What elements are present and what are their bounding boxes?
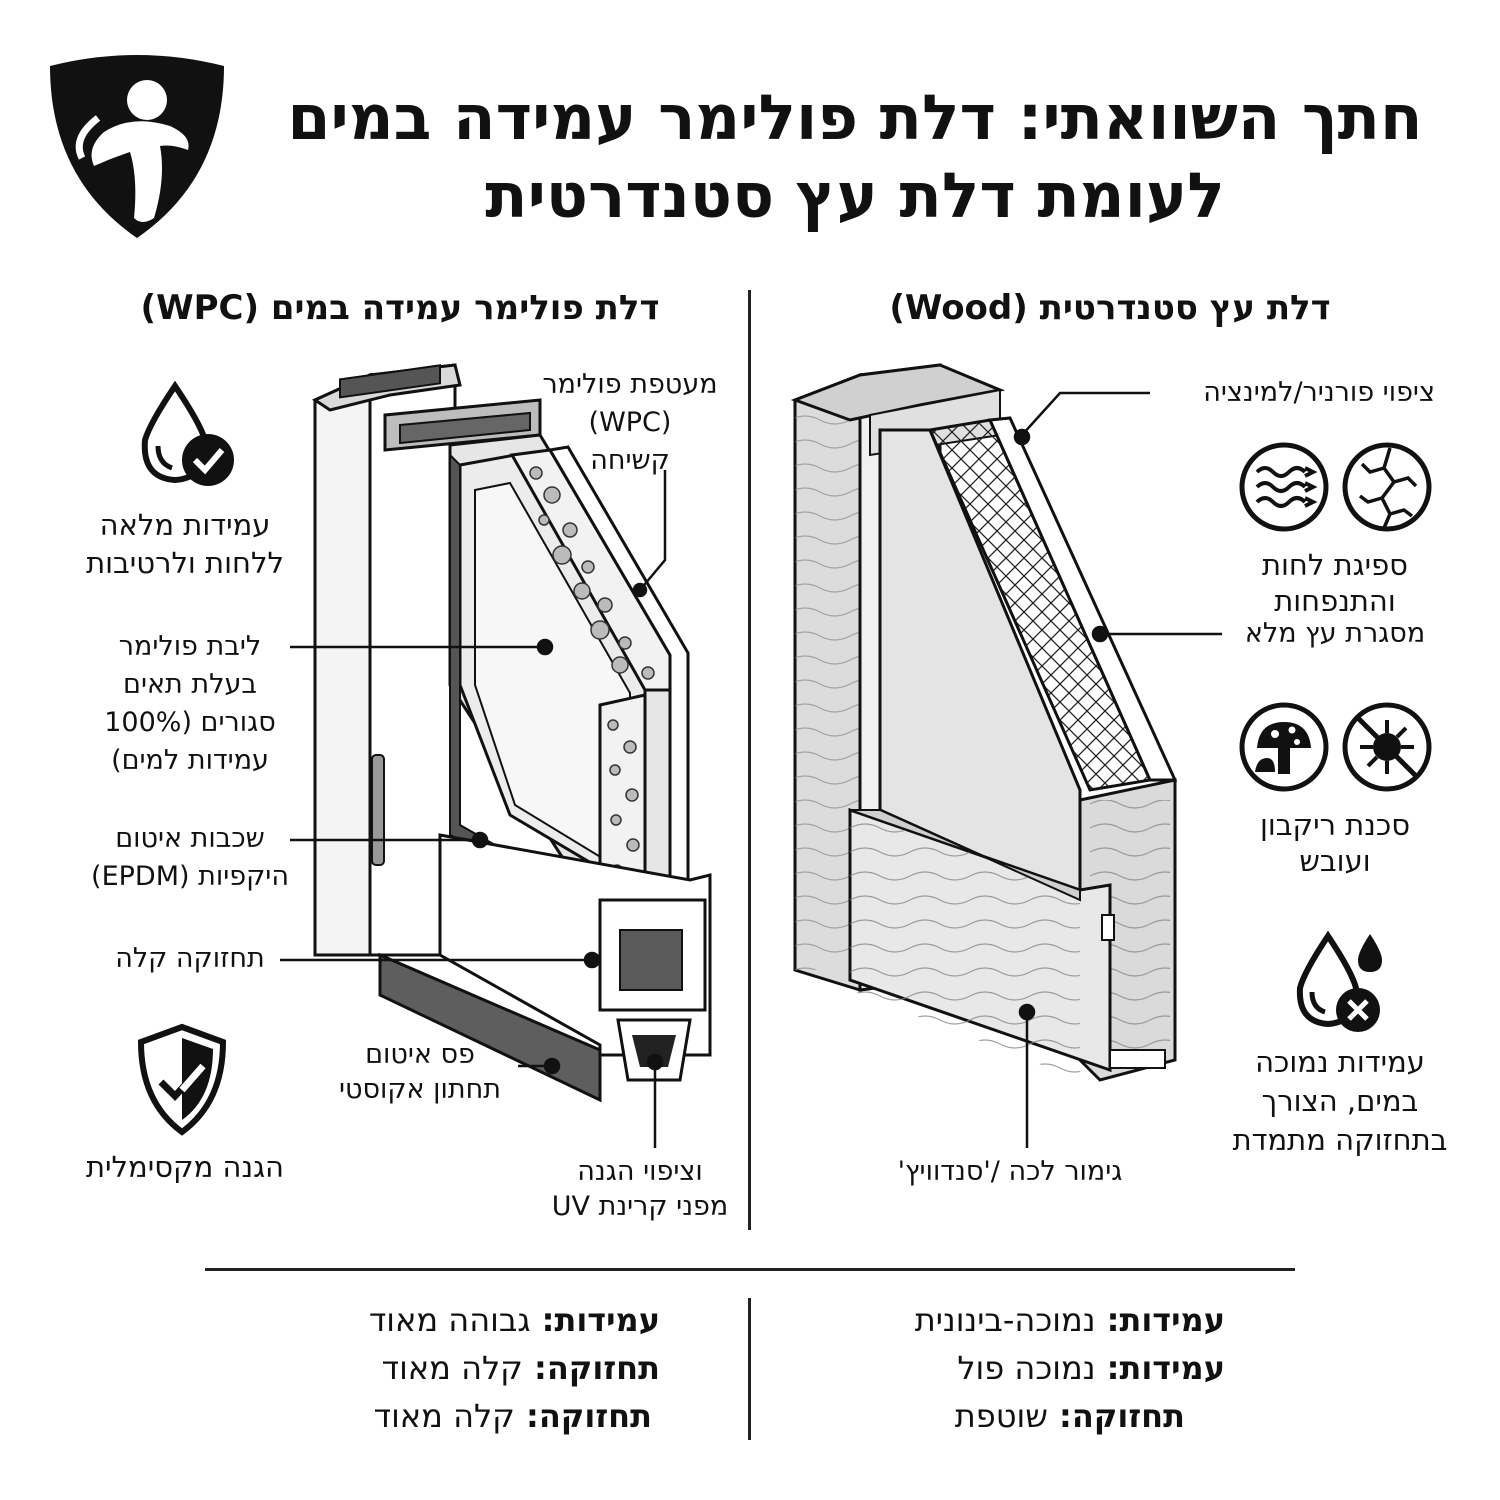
cracked-wood-icon (1342, 442, 1432, 532)
summary-row: עמידות: נמוכה-בינונית (914, 1301, 1225, 1339)
summary-row: תחזוקה: שוטפת (954, 1397, 1185, 1435)
wood-summary: עמידות: נמוכה-בינונית עמידות: נמוכה פול … (780, 1296, 1225, 1440)
wpc-panel-heading: דלת פולימר עמידה במים (WPC) (140, 288, 660, 328)
wpc-coating-label: (WPC) (588, 407, 672, 438)
wpc-door-cross-section (311, 363, 712, 1103)
wood-veneer-label: ציפוי פורניר/למינציה (1203, 377, 1435, 408)
wood-water-feature-label: עמידות נמוכה (1255, 1045, 1425, 1079)
summary-divider-vertical (748, 1298, 751, 1440)
wpc-core-label: סגורים (100% (104, 707, 276, 738)
wood-swell-feature-label: והתנפחות (1274, 584, 1396, 618)
wood-water-feature-label: בתחזוקה מתמדת (1232, 1123, 1448, 1157)
panel-divider (748, 290, 751, 1230)
wood-finish-label: גימור לכה /'סנדוויץ' (897, 1156, 1123, 1187)
wpc-seal-label: שכבות איטום (115, 823, 265, 854)
wpc-core-label: עמידות למים) (111, 745, 269, 776)
wpc-summary: עמידות: גבוהה מאוד תחזוקה: קלה מאוד תחזו… (200, 1296, 660, 1440)
page-title: חתך השוואתי: דלת פולימר עמידה במים (287, 81, 1423, 154)
mushroom-icon (1239, 702, 1329, 792)
wood-door-cross-section (790, 363, 1178, 1082)
wpc-core-label: ליבת פולימר (118, 631, 262, 662)
wpc-uv-label: וציפוי הגנה (577, 1156, 703, 1187)
wood-swell-feature-label: ספיגת לחות (1261, 548, 1409, 582)
page-subtitle: לעומת דלת עץ סטנדרטית (485, 159, 1225, 232)
wpc-coating-label: קשיחה (590, 445, 670, 476)
moisture-waves-icon (1239, 442, 1329, 532)
wood-rot-feature-label: ועובש (1299, 844, 1371, 878)
wpc-protection-feature-label: הגנה מקסימלית (86, 1150, 284, 1184)
wpc-coating-label: מעטפת פולימר (542, 369, 718, 400)
wood-frame-label: מסגרת עץ מלא (1244, 618, 1426, 649)
water-drop-check-icon (141, 380, 234, 486)
wpc-uv-label: מפני קרינת UV (551, 1191, 729, 1222)
summary-row: תחזוקה: קלה מאוד (373, 1397, 652, 1435)
summary-row: עמידות: גבוהה מאוד (368, 1301, 660, 1339)
wood-panel-heading: דלת עץ סטנדרטית (Wood) (889, 288, 1331, 328)
summary-row: תחזוקה: קלה מאוד (381, 1349, 660, 1387)
water-drop-x-icon (1296, 930, 1382, 1032)
no-mold-icon (1342, 702, 1432, 792)
summary-row: עמידות: נמוכה פול (957, 1349, 1225, 1387)
wpc-water-feature-label: עמידות מלאה (99, 508, 271, 542)
shield-check-icon (137, 1023, 227, 1136)
wpc-bottom-seal-label: פס איטום (365, 1039, 475, 1070)
wpc-water-feature-label: ללחות ולרטיבות (86, 546, 284, 580)
wpc-seal-label: היקפיות (EPDM) (91, 861, 289, 892)
wpc-core-label: בעלת תאים (123, 669, 257, 700)
wood-rot-feature-label: סכנת ריקבון (1259, 808, 1411, 842)
shield-figure-logo-icon (50, 55, 224, 238)
summary-divider-horizontal (205, 1268, 1295, 1271)
wood-water-feature-label: במים, הצורך (1261, 1084, 1419, 1118)
wpc-maintenance-label: תחזוקה קלה (115, 943, 265, 974)
wpc-bottom-seal-label: תחתון אקוסטי (338, 1074, 502, 1105)
